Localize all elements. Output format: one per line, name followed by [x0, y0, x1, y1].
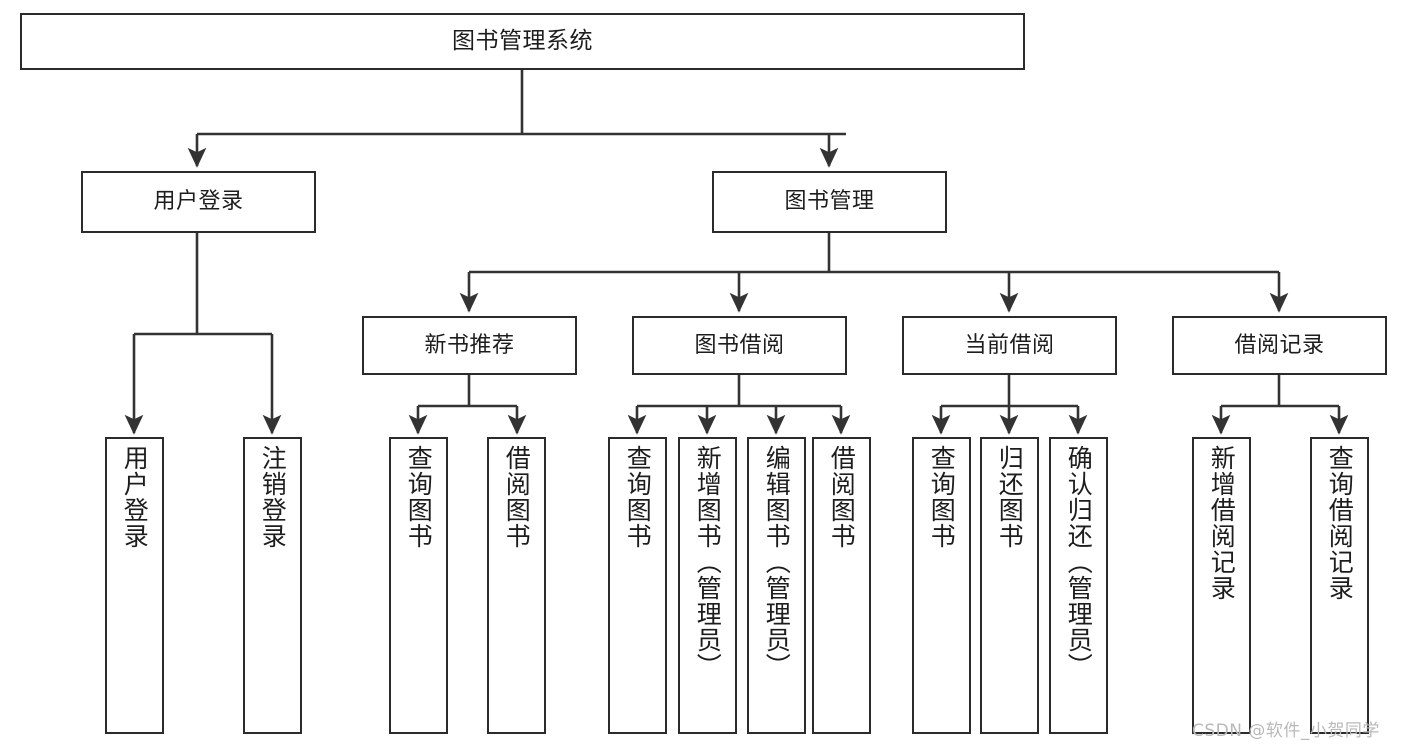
leaf-logout-login[interactable]: 注销登录 — [243, 437, 302, 734]
leaf-add-book-label: 新增图书（管理员） — [693, 445, 723, 679]
node-new-book-recommend-label: 新书推荐 — [424, 332, 515, 358]
leaf-borrow-book-1[interactable]: 借阅图书 — [487, 437, 546, 734]
leaf-confirm-return[interactable]: 确认归还（管理员） — [1049, 437, 1108, 734]
leaf-borrow-book-1-label: 借阅图书 — [502, 445, 532, 549]
leaf-confirm-return-label: 确认归还（管理员） — [1064, 445, 1094, 679]
node-book-manage-label: 图书管理 — [784, 189, 875, 215]
csdn-watermark: CSDN @软件_小贺同学 — [1192, 721, 1380, 741]
leaf-add-book[interactable]: 新增图书（管理员） — [678, 437, 737, 734]
node-user-login[interactable]: 用户登录 — [81, 171, 316, 233]
leaf-query-record-label: 查询借阅记录 — [1325, 445, 1355, 601]
node-root-label: 图书管理系统 — [452, 27, 593, 54]
leaf-query-book-3-label: 查询图书 — [927, 445, 957, 549]
leaf-return-book[interactable]: 归还图书 — [980, 437, 1039, 734]
leaf-query-book-1[interactable]: 查询图书 — [389, 437, 448, 734]
leaf-query-book-2[interactable]: 查询图书 — [608, 437, 667, 734]
leaf-edit-book[interactable]: 编辑图书（管理员） — [747, 437, 806, 734]
node-current-borrow[interactable]: 当前借阅 — [902, 316, 1117, 375]
node-user-login-label: 用户登录 — [153, 189, 244, 215]
leaf-query-book-1-label: 查询图书 — [404, 445, 434, 549]
node-new-book-recommend[interactable]: 新书推荐 — [362, 316, 577, 375]
node-book-borrow[interactable]: 图书借阅 — [632, 316, 847, 375]
leaf-return-book-label: 归还图书 — [995, 445, 1025, 549]
node-root[interactable]: 图书管理系统 — [20, 13, 1025, 70]
leaf-query-record[interactable]: 查询借阅记录 — [1310, 437, 1369, 734]
node-borrow-record[interactable]: 借阅记录 — [1172, 316, 1387, 375]
node-current-borrow-label: 当前借阅 — [964, 332, 1055, 358]
node-book-borrow-label: 图书借阅 — [694, 332, 785, 358]
node-book-manage[interactable]: 图书管理 — [712, 171, 947, 233]
leaf-query-book-2-label: 查询图书 — [623, 445, 653, 549]
leaf-borrow-book-2-label: 借阅图书 — [827, 445, 857, 549]
node-borrow-record-label: 借阅记录 — [1234, 332, 1325, 358]
leaf-user-login-label: 用户登录 — [120, 445, 150, 549]
leaf-logout-login-label: 注销登录 — [258, 445, 288, 549]
leaf-borrow-book-2[interactable]: 借阅图书 — [812, 437, 871, 734]
leaf-edit-book-label: 编辑图书（管理员） — [762, 445, 792, 679]
leaf-user-login[interactable]: 用户登录 — [105, 437, 164, 734]
leaf-add-record-label: 新增借阅记录 — [1207, 445, 1237, 601]
leaf-add-record[interactable]: 新增借阅记录 — [1192, 437, 1251, 734]
leaf-query-book-3[interactable]: 查询图书 — [912, 437, 971, 734]
